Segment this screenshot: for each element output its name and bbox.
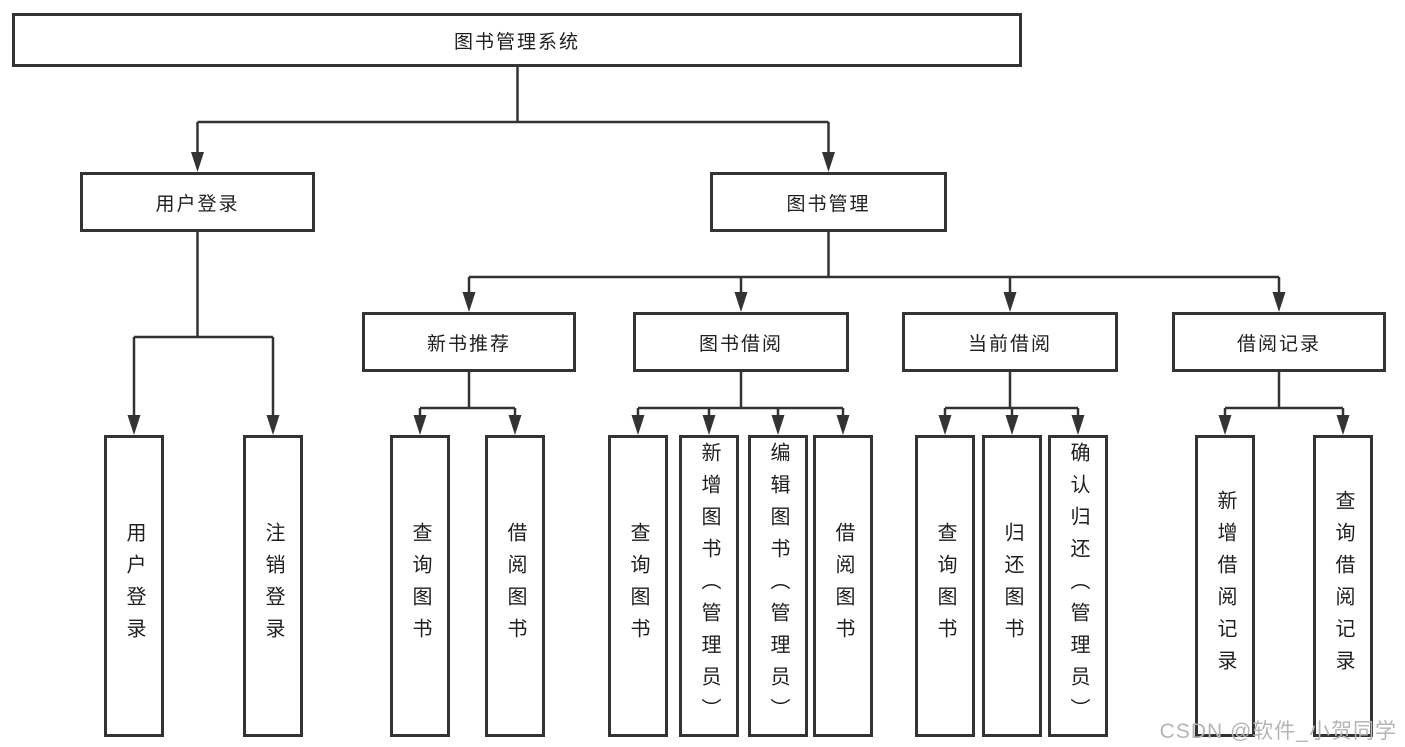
arrowhead bbox=[1071, 415, 1085, 435]
node-label: 新书推荐 bbox=[426, 333, 511, 355]
node-new-book-recommend: 新书推荐 bbox=[362, 312, 576, 372]
node-label: 注销登录 bbox=[262, 522, 284, 650]
arrowhead bbox=[508, 415, 522, 435]
arrowhead bbox=[734, 292, 748, 312]
arrowhead bbox=[1336, 415, 1350, 435]
node-label: 当前借阅 bbox=[967, 333, 1052, 355]
arrowhead bbox=[1005, 415, 1019, 435]
arrowhead bbox=[1003, 292, 1017, 312]
node-label: 图书借阅 bbox=[698, 333, 783, 355]
node-label: 用户登录 bbox=[155, 193, 240, 215]
leaf-add-books-admin: 新增图书（管理员） bbox=[679, 435, 739, 737]
connector-newbook-to-leaves bbox=[418, 372, 517, 417]
node-label: 归还图书 bbox=[1001, 522, 1023, 650]
leaf-borrow-books-2: 借阅图书 bbox=[813, 435, 873, 737]
node-label: 借阅记录 bbox=[1236, 333, 1321, 355]
leaf-query-books-1: 查询图书 bbox=[390, 435, 450, 737]
connector-root-to-level2 bbox=[196, 67, 830, 154]
node-label: 新增图书（管理员） bbox=[698, 442, 720, 730]
arrowhead bbox=[836, 415, 850, 435]
node-current-borrowing: 当前借阅 bbox=[902, 312, 1118, 372]
leaf-add-borrow-record: 新增借阅记录 bbox=[1195, 435, 1255, 737]
arrowhead bbox=[127, 415, 141, 435]
arrowhead bbox=[1272, 292, 1286, 312]
leaf-edit-books-admin: 编辑图书（管理员） bbox=[748, 435, 808, 737]
node-book-borrowing: 图书借阅 bbox=[633, 312, 849, 372]
arrowhead bbox=[771, 415, 785, 435]
node-user-login: 用户登录 bbox=[80, 172, 315, 232]
arrowhead bbox=[413, 415, 427, 435]
node-label: 用户登录 bbox=[123, 522, 145, 650]
arrowhead bbox=[822, 152, 835, 172]
arrowhead bbox=[631, 415, 645, 435]
node-label: 确认归还（管理员） bbox=[1067, 442, 1089, 730]
arrowhead bbox=[266, 415, 280, 435]
leaf-borrow-books-1: 借阅图书 bbox=[485, 435, 545, 737]
arrowhead bbox=[191, 152, 204, 172]
arrowhead bbox=[1218, 415, 1232, 435]
leaf-query-books-3: 查询图书 bbox=[915, 435, 975, 737]
node-book-management: 图书管理 bbox=[710, 172, 947, 232]
node-label: 编辑图书（管理员） bbox=[767, 442, 789, 730]
connector-userlogin-to-leaves bbox=[132, 232, 275, 417]
node-label: 借阅图书 bbox=[504, 522, 526, 650]
node-label: 查询图书 bbox=[934, 522, 956, 650]
node-label: 查询图书 bbox=[627, 522, 649, 650]
leaf-logout: 注销登录 bbox=[243, 435, 303, 737]
node-label: 新增借阅记录 bbox=[1214, 490, 1236, 682]
arrowhead bbox=[462, 292, 476, 312]
node-label: 图书管理 bbox=[786, 193, 871, 215]
node-borrowing-records: 借阅记录 bbox=[1172, 312, 1386, 372]
leaf-return-books: 归还图书 bbox=[982, 435, 1042, 737]
node-label: 查询图书 bbox=[409, 522, 431, 650]
leaf-query-borrow-record: 查询借阅记录 bbox=[1313, 435, 1373, 737]
arrowhead bbox=[702, 415, 716, 435]
leaf-confirm-return-admin: 确认归还（管理员） bbox=[1048, 435, 1108, 737]
node-label: 图书管理系统 bbox=[453, 31, 580, 53]
leaf-user-login: 用户登录 bbox=[104, 435, 164, 737]
connector-bookmgmt-to-level3 bbox=[467, 232, 1281, 294]
connector-current-to-leaves bbox=[943, 372, 1080, 417]
arrowhead bbox=[938, 415, 952, 435]
leaf-query-books-2: 查询图书 bbox=[608, 435, 668, 737]
connector-borrowing-to-leaves bbox=[636, 372, 845, 417]
connector-records-to-leaves bbox=[1223, 372, 1345, 417]
node-label: 查询借阅记录 bbox=[1332, 490, 1354, 682]
node-label: 借阅图书 bbox=[832, 522, 854, 650]
connector-lines bbox=[132, 67, 1345, 417]
connector-arrowheads bbox=[127, 152, 1350, 435]
node-library-system-root: 图书管理系统 bbox=[12, 13, 1022, 67]
